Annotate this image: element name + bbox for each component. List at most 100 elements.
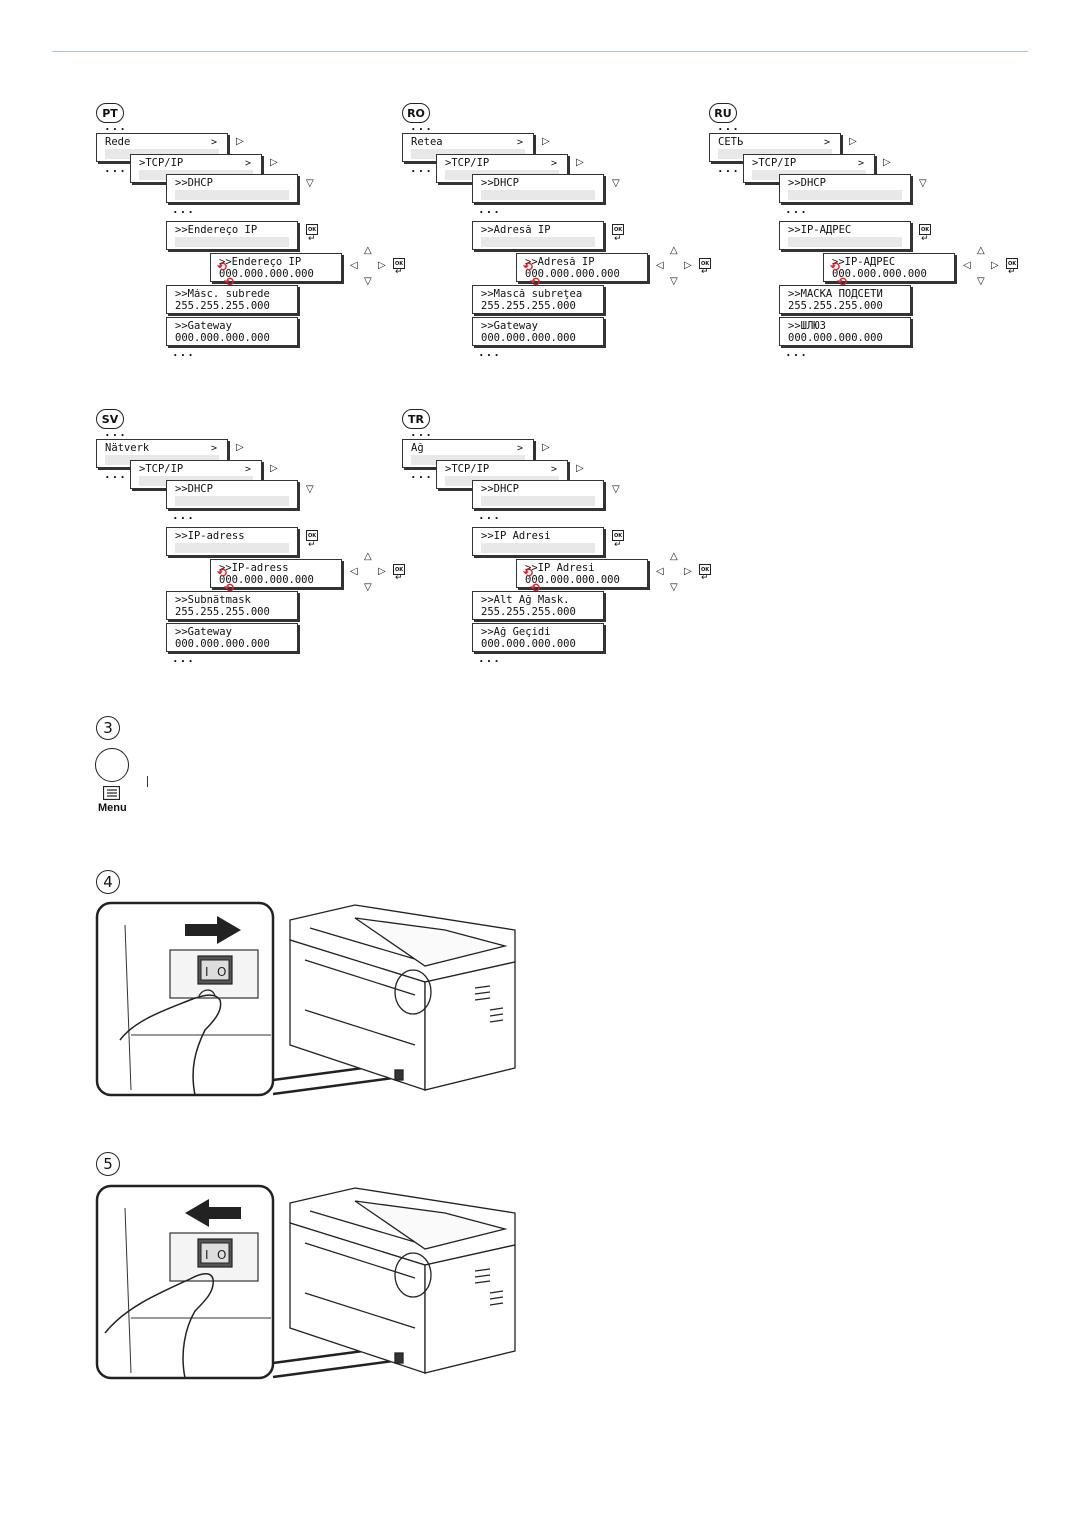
blink-cursor-icon: ⟲ (523, 260, 534, 274)
right-key-icon: ▷ (849, 136, 857, 147)
lcd-ip-address: >>IP Adresi (472, 527, 604, 556)
ellipsis: ... (478, 509, 501, 522)
right-key-icon: ▷ (576, 157, 584, 168)
step-number-4: 4 (96, 870, 120, 894)
lcd-dhcp: >>DHCP (779, 174, 911, 203)
lcd-subnet: >>Másc. subrede 255.255.255.000 (166, 285, 298, 314)
down-key-icon: ▽ (612, 178, 620, 189)
ellipsis: ... (104, 468, 127, 481)
right-key-icon: ▷ (236, 136, 244, 147)
down-key-icon: ▽ (670, 582, 678, 593)
right-key-icon: ▷ (542, 136, 550, 147)
ok-key-icon: OK (393, 564, 405, 575)
enter-icon: ↵ (701, 573, 709, 583)
blink-cursor-icon: ⟲ (217, 260, 228, 274)
left-key-icon: ◁ (656, 566, 664, 577)
down-key-icon: ▽ (612, 484, 620, 495)
ellipsis: ... (410, 120, 433, 133)
blink-cursor-icon: ⟲ (523, 566, 534, 580)
ok-key-icon: OK (612, 224, 624, 235)
ok-key-icon: OK (393, 258, 405, 269)
lcd-ip-address: >>Adresă IP (472, 221, 604, 250)
power-switch-on-illustration: I O (95, 1184, 516, 1380)
right-key-icon: ▷ (684, 260, 692, 271)
blink-cursor-icon: ⟲ (224, 275, 235, 289)
arrow-left-icon (185, 1199, 241, 1227)
right-key-icon: ▷ (270, 463, 278, 474)
lcd-ip-address: >>Endereço IP (166, 221, 298, 250)
lcd-gateway: >>Ağ Geçidi 000.000.000.000 (472, 623, 604, 652)
svg-text:I: I (205, 965, 209, 979)
ellipsis: ... (172, 203, 195, 216)
menu-panel-pt: PT ... Rede> ▷ ... >TCP/IP> ▷ >>DHCP ▽ .… (96, 103, 405, 378)
ok-key-icon: OK (699, 258, 711, 269)
enter-icon: ↵ (614, 234, 622, 244)
ellipsis: ... (478, 652, 501, 665)
lcd-gateway: >>Gateway 000.000.000.000 (472, 317, 604, 346)
menu-icon (103, 786, 120, 800)
menu-panel-ru: RU ... СЕТЬ> ▷ ... >TCP/IP> ▷ >>DHCP ▽ .… (709, 103, 1018, 378)
lcd-dhcp: >>DHCP (472, 174, 604, 203)
right-key-icon: ▷ (684, 566, 692, 577)
ellipsis: ... (172, 346, 195, 359)
lcd-ip-edit: >>Adresă IP 000.000.000.000 (516, 253, 648, 282)
menu-button (95, 748, 129, 782)
enter-icon: ↵ (614, 540, 622, 550)
right-key-icon: ▷ (378, 260, 386, 271)
ellipsis: ... (785, 346, 808, 359)
menu-panel-tr: TR ... Ağ> ▷ ... >TCP/IP> ▷ >>DHCP ▽ ...… (402, 409, 711, 684)
ellipsis: ... (104, 120, 127, 133)
enter-icon: ↵ (308, 540, 316, 550)
down-key-icon: ▽ (306, 484, 314, 495)
power-switch-off-illustration: I O (95, 901, 516, 1097)
lcd-dhcp: >>DHCP (166, 480, 298, 509)
down-key-icon: ▽ (364, 582, 372, 593)
lcd-subnet: >>Subnätmask 255.255.255.000 (166, 591, 298, 620)
lcd-ip-address: >>IP-adress (166, 527, 298, 556)
ok-key-icon: OK (306, 530, 318, 541)
ok-key-icon: OK (612, 530, 624, 541)
menu-key-label: Menu (98, 802, 127, 814)
blink-cursor-icon: ⟲ (530, 275, 541, 289)
separator-mark (147, 776, 148, 787)
enter-icon: ↵ (1008, 267, 1016, 277)
ellipsis: ... (785, 203, 808, 216)
up-key-icon: △ (670, 551, 678, 562)
ellipsis: ... (104, 426, 127, 439)
up-key-icon: △ (364, 245, 372, 256)
svg-text:O: O (217, 1248, 226, 1262)
enter-icon: ↵ (395, 267, 403, 277)
ellipsis: ... (717, 120, 740, 133)
down-key-icon: ▽ (977, 276, 985, 287)
menu-panel-sv: SV ... Nätverk> ▷ ... >TCP/IP> ▷ >>DHCP … (96, 409, 405, 684)
lcd-gateway: >>ШЛЮЗ 000.000.000.000 (779, 317, 911, 346)
ellipsis: ... (478, 346, 501, 359)
svg-text:I: I (205, 1248, 209, 1262)
lcd-subnet: >>Mască subreţea 255.255.255.000 (472, 285, 604, 314)
menu-panel-ro: RO ... Retea> ▷ ... >TCP/IP> ▷ >>DHCP ▽ … (402, 103, 711, 378)
blink-cursor-icon: ⟲ (837, 275, 848, 289)
lcd-ip-edit: >>IP Adresi 000.000.000.000 (516, 559, 648, 588)
down-key-icon: ▽ (306, 178, 314, 189)
ellipsis: ... (410, 162, 433, 175)
up-key-icon: △ (977, 245, 985, 256)
left-key-icon: ◁ (350, 566, 358, 577)
ellipsis: ... (717, 162, 740, 175)
lcd-ip-edit: >>IP-adress 000.000.000.000 (210, 559, 342, 588)
lcd-ip-edit: >>Endereço IP 000.000.000.000 (210, 253, 342, 282)
enter-icon: ↵ (921, 234, 929, 244)
ok-key-icon: OK (1006, 258, 1018, 269)
left-key-icon: ◁ (350, 260, 358, 271)
right-key-icon: ▷ (378, 566, 386, 577)
lcd-gateway: >>Gateway 000.000.000.000 (166, 623, 298, 652)
lcd-subnet: >>Alt Ağ Mask. 255.255.255.000 (472, 591, 604, 620)
ellipsis: ... (410, 468, 433, 481)
left-key-icon: ◁ (963, 260, 971, 271)
svg-text:O: O (217, 965, 226, 979)
enter-icon: ↵ (308, 234, 316, 244)
step-number-5: 5 (96, 1152, 120, 1176)
right-key-icon: ▷ (576, 463, 584, 474)
lcd-ip-address: >>IP-АДРЕС (779, 221, 911, 250)
language-badge: RU (709, 103, 737, 123)
language-badge: PT (96, 103, 124, 123)
